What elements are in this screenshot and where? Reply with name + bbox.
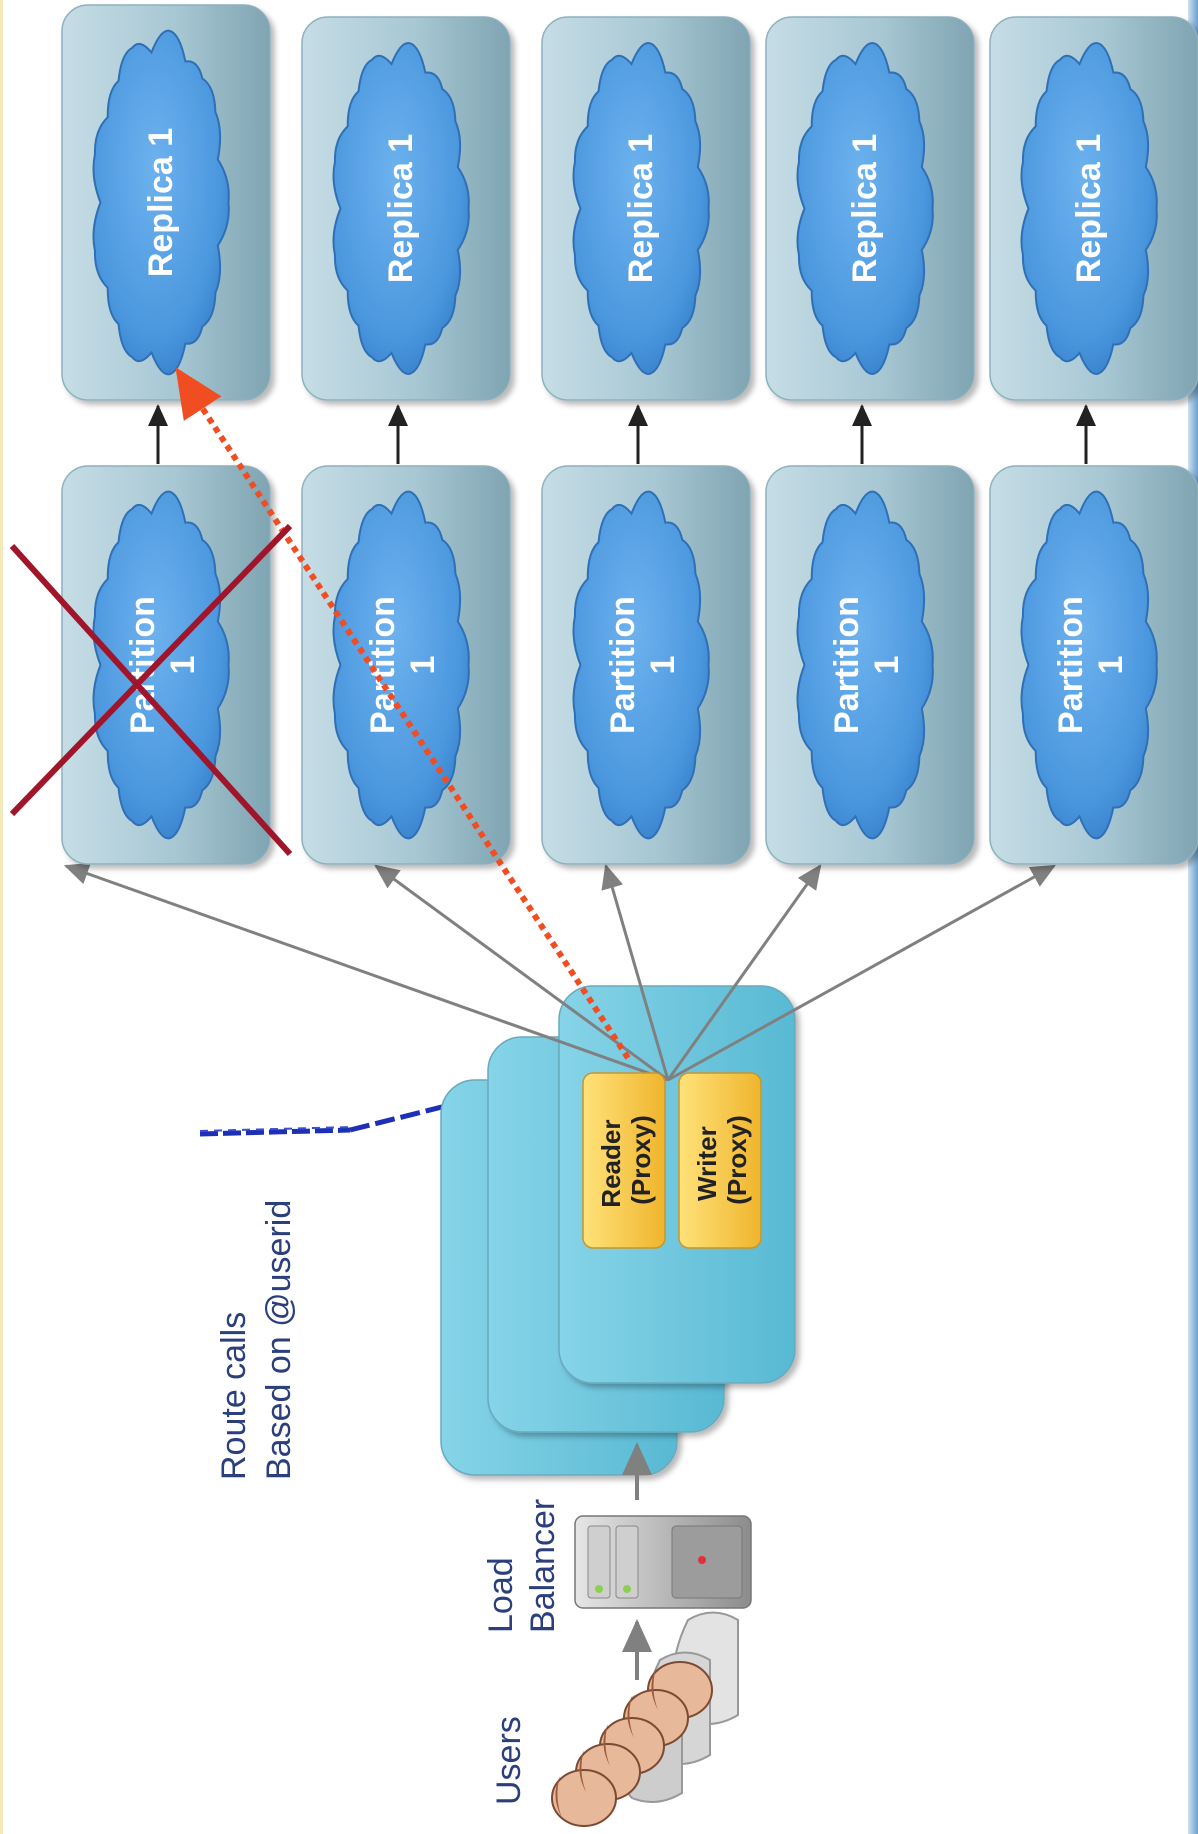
svg-text:Writer (Proxy): Writer (Proxy) xyxy=(692,1115,752,1205)
cloud-icon xyxy=(1020,490,1158,840)
reader-label-line2: (Proxy) xyxy=(626,1115,656,1205)
partition-4-label: Partition1 xyxy=(828,596,906,734)
cross-stroke-1 xyxy=(9,543,293,857)
partition-5: Partition1 xyxy=(989,465,1198,865)
cloud-icon xyxy=(1020,42,1158,375)
right-page-edge xyxy=(1188,0,1198,1834)
load-balancer-label: Load Balancer xyxy=(482,1499,562,1633)
left-page-edge xyxy=(0,0,3,1834)
replica-2: Replica 1 xyxy=(301,16,511,401)
replica-5: Replica 1 xyxy=(989,16,1198,401)
cloud-icon xyxy=(572,490,710,840)
svg-text:Reader (Proxy): Reader (Proxy) xyxy=(596,1112,656,1207)
replica-3: Replica 1 xyxy=(541,16,751,401)
cloud-icon xyxy=(572,42,710,375)
load-balancer-server-icon xyxy=(574,1515,752,1609)
writer-label-line1: Writer xyxy=(692,1126,722,1201)
replica-4-label: Replica 1 xyxy=(846,134,884,283)
cross-stroke-2 xyxy=(9,523,293,817)
partition-5-label: Partition1 xyxy=(1052,596,1130,734)
load-balancer-label-line2: Balancer xyxy=(524,1499,562,1633)
replica-5-label: Replica 1 xyxy=(1070,134,1108,283)
failure-cross xyxy=(9,523,293,857)
users-label: Users xyxy=(490,1716,528,1805)
load-balancer-label-line1: Load xyxy=(482,1557,520,1633)
route-arrow-partition-1 xyxy=(63,862,669,1082)
replica-2-label: Replica 1 xyxy=(382,134,420,283)
replica-4: Replica 1 xyxy=(765,16,975,401)
partition-2: Partition1 xyxy=(301,465,511,865)
partition-3-label: Partition1 xyxy=(604,596,682,734)
replica-1: Replica 1 xyxy=(61,4,271,401)
route-arrow-partition-5 xyxy=(667,864,1056,1082)
route-calls-label: Route calls xyxy=(215,1312,253,1480)
route-arrow-partition-4 xyxy=(666,864,822,1081)
cloud-icon xyxy=(332,42,470,375)
storage-grid: Partition1 Partition1 Partition1 Partition1… xyxy=(61,4,1198,865)
failover-arrow xyxy=(175,367,631,1060)
cloud-icon xyxy=(796,42,934,375)
cloud-icon xyxy=(92,29,230,376)
users-icon xyxy=(551,1611,739,1827)
partition-2-label: Partition1 xyxy=(364,596,442,734)
replica-1-label: Replica 1 xyxy=(142,128,180,277)
cloud-icon xyxy=(332,490,470,840)
cloud-icon xyxy=(796,490,934,840)
writer-label-line2: (Proxy) xyxy=(722,1115,752,1205)
reader-proxy: Reader (Proxy) xyxy=(582,1072,666,1249)
route-basis-label: Based on @userid xyxy=(260,1200,298,1480)
writer-proxy: Writer (Proxy) xyxy=(678,1072,762,1249)
partition-3: Partition1 xyxy=(541,465,751,865)
partition-1: Partition1 xyxy=(61,465,271,865)
route-arrow-partition-3 xyxy=(601,863,670,1081)
partition-4: Partition1 xyxy=(765,465,975,865)
reader-label-line1: Reader xyxy=(596,1120,626,1208)
replica-3-label: Replica 1 xyxy=(622,134,660,283)
